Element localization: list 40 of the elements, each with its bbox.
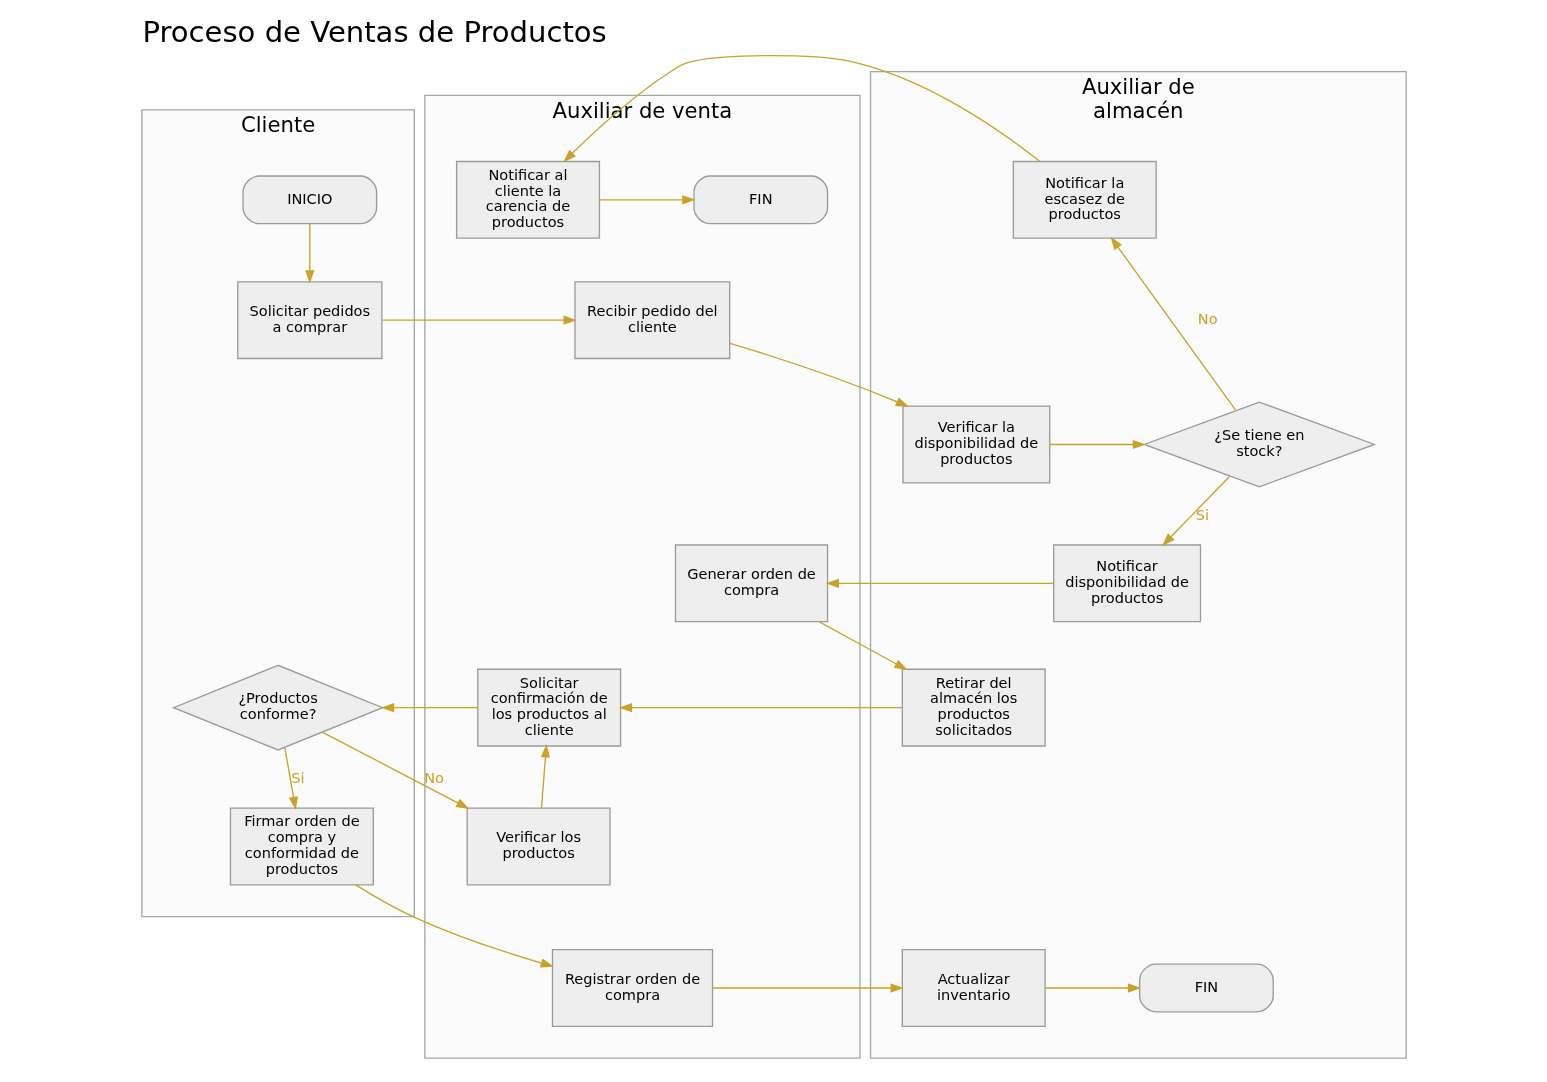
arrow [283,746,298,811]
node-diamond: ¿Productos conforme? [171,664,384,751]
arrow [618,703,903,713]
arrow [562,55,1040,163]
node-box: Notificar al cliente la carencia de productos [455,160,600,239]
arrow [818,621,908,671]
arrow [380,703,478,713]
node-box: Firmar orden de compra y conformidad de productos [229,807,374,886]
node-box: Actualizar inventario [901,949,1046,1027]
node-box: FIN [1138,963,1274,1013]
arrow [304,223,314,284]
node-box: Notificar disponibilidad de productos [1052,544,1201,623]
node-box: Verificar los productos [466,807,611,886]
node-box: Retirar del almacén los productos solicitados [901,668,1046,747]
arrow [1110,236,1236,412]
arrow [711,983,904,993]
arrow [321,731,469,809]
arrow [825,578,1054,588]
edge-label: Si [290,769,305,786]
arrow [1044,983,1141,993]
node-box: Solicitar confirmación de los productos al cliente [476,668,621,747]
arrow [380,315,577,325]
node-box: Generar orden de compra [674,544,828,623]
arrow [728,342,909,407]
diagram-title: Proceso de Ventas de Productos [141,14,607,49]
node-box: Verificar la disponibilidad de productos [901,405,1050,484]
arrow [1048,439,1146,450]
node-box: FIN [692,175,828,225]
edge-label: No [1197,310,1218,327]
arrow [598,195,695,205]
node-box: Solicitar pedidos a comprar [236,281,383,360]
arrow [1161,475,1231,546]
edge-label: Si [1195,506,1209,523]
arrow [540,744,550,809]
edge-label: No [423,769,444,786]
node-box: Registrar orden de compra [551,949,713,1027]
node-box: Notificar la escasez de productos [1012,160,1157,239]
node-box: INICIO [241,175,377,225]
arrow [354,884,554,968]
node-box: Recibir pedido del cliente [573,281,730,360]
